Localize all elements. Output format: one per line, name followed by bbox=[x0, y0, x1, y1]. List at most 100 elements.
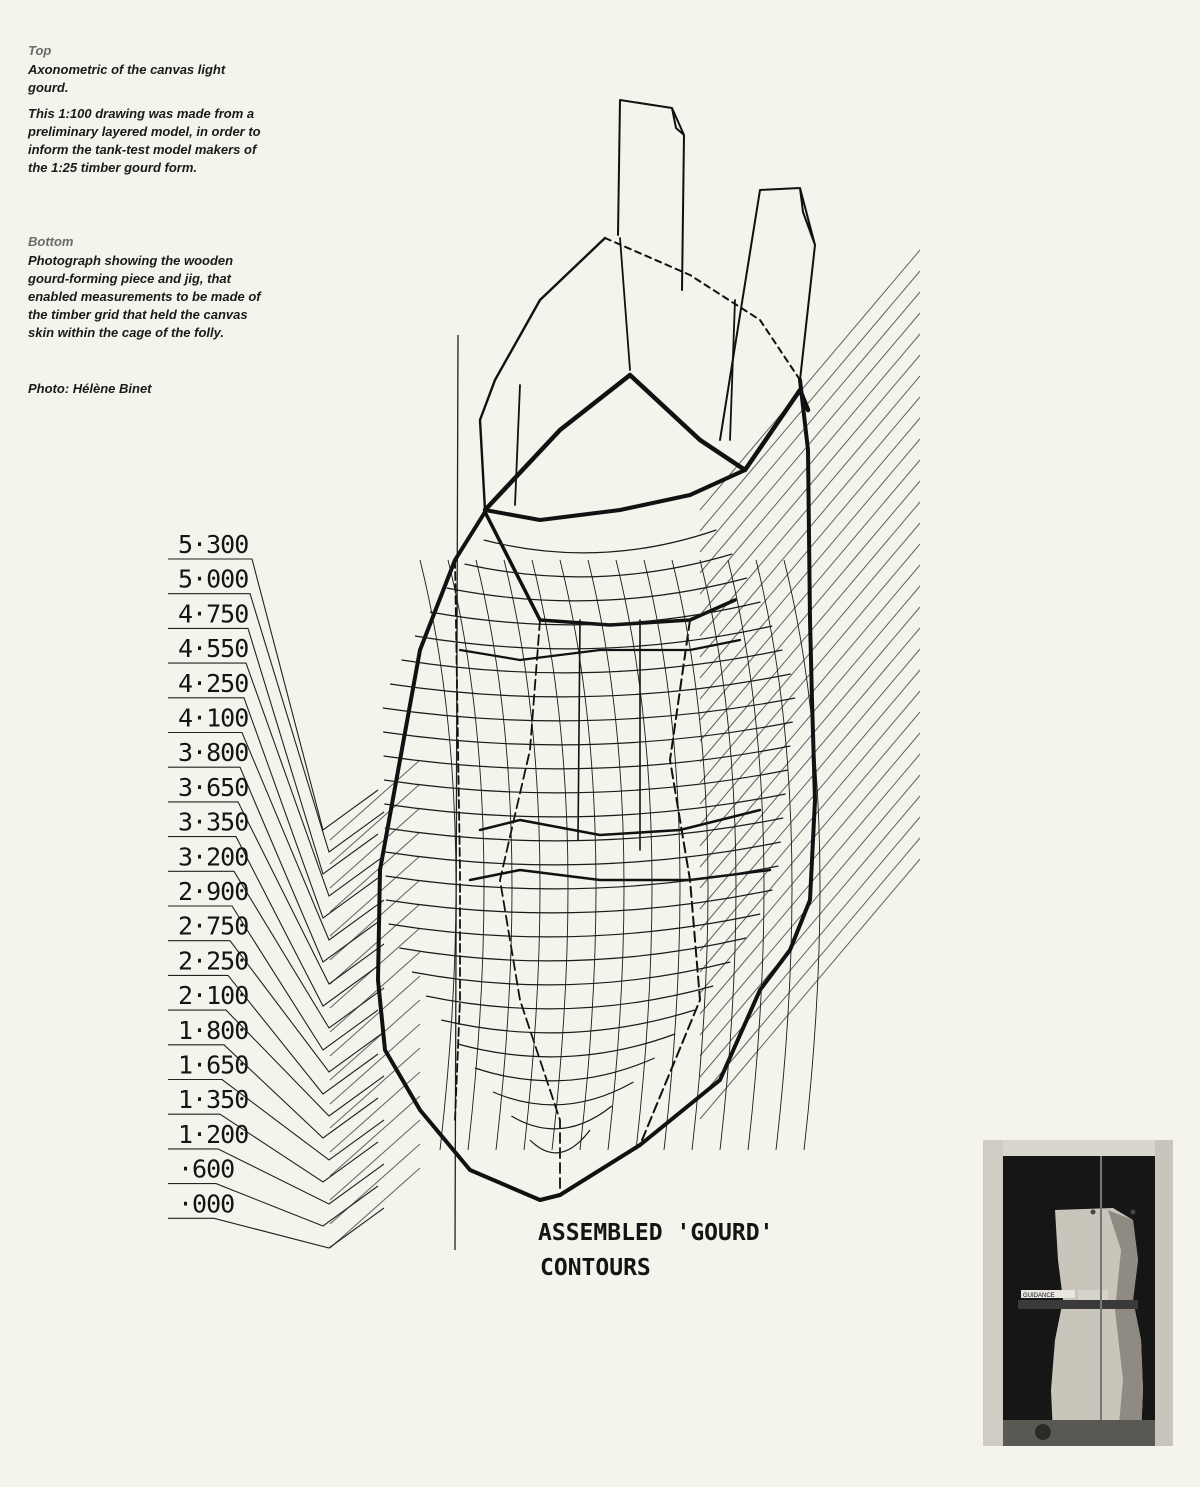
level-label: 5·300 bbox=[178, 530, 248, 559]
level-leader-lines bbox=[168, 558, 385, 1249]
contour-line bbox=[419, 559, 457, 1151]
contour-line bbox=[383, 769, 789, 794]
jig-plate bbox=[1021, 1290, 1075, 1298]
contour-line bbox=[699, 559, 737, 1151]
neck-ring bbox=[483, 510, 737, 627]
level-leader bbox=[168, 1113, 379, 1183]
level-leader bbox=[168, 1207, 385, 1249]
jig-block bbox=[1078, 1290, 1108, 1300]
inner-shoulder bbox=[458, 638, 742, 662]
level-labels: 5·3005·0004·7504·5504·2504·1003·8003·650… bbox=[178, 530, 249, 1218]
contour-line bbox=[382, 697, 796, 722]
level-label: 1·350 bbox=[178, 1085, 248, 1114]
level-leader bbox=[168, 1183, 379, 1227]
level-label: 5·000 bbox=[178, 565, 248, 594]
annotation-line-1: ASSEMBLED 'GOURD' bbox=[538, 1220, 773, 1246]
contour-line bbox=[783, 559, 821, 1151]
contour-line bbox=[385, 865, 779, 890]
level-label: ·600 bbox=[178, 1155, 234, 1184]
contour-line bbox=[383, 745, 791, 770]
hatch-line bbox=[699, 606, 921, 868]
jig-plate-label: GUIDANCE bbox=[1023, 1293, 1055, 1299]
level-leader bbox=[168, 1078, 385, 1161]
hatch-line bbox=[699, 690, 921, 952]
post-left bbox=[617, 99, 685, 291]
level-leader bbox=[168, 870, 385, 1029]
level-label: 2·100 bbox=[178, 981, 248, 1010]
hatch-line bbox=[699, 627, 921, 889]
hatch-line bbox=[329, 975, 421, 1057]
caption-bottom: Bottom Photograph showing the wooden gou… bbox=[28, 233, 268, 350]
level-leader bbox=[168, 593, 385, 853]
bolt-2 bbox=[1130, 1209, 1136, 1215]
hatch-line bbox=[329, 999, 421, 1081]
hatch-line bbox=[329, 1167, 421, 1249]
contour-line bbox=[385, 841, 781, 866]
photo-frame-right bbox=[1155, 1140, 1173, 1446]
inner-spine-left bbox=[454, 559, 461, 1121]
top-rim-dashed bbox=[604, 237, 801, 381]
level-label: 4·550 bbox=[178, 634, 248, 663]
contour-line bbox=[383, 721, 793, 746]
level-leader bbox=[168, 662, 385, 897]
vertical-reference-line bbox=[454, 334, 459, 1251]
contour-line bbox=[531, 559, 569, 1151]
level-label: 3·350 bbox=[178, 808, 248, 837]
contour-line bbox=[385, 889, 773, 914]
contour-line bbox=[384, 817, 784, 842]
floor bbox=[1003, 1420, 1155, 1446]
level-label: 1·650 bbox=[178, 1051, 248, 1080]
jig-bar bbox=[1018, 1300, 1138, 1309]
contour-line bbox=[511, 1105, 613, 1130]
hatch-line bbox=[699, 837, 921, 1099]
caption-top-body: This 1:100 drawing was made from a preli… bbox=[28, 106, 261, 175]
outer-silhouette-right bbox=[558, 378, 817, 1197]
hatch-line bbox=[699, 270, 921, 532]
level-label: 1·800 bbox=[178, 1016, 248, 1045]
photo-frame-left bbox=[983, 1140, 1003, 1446]
hatch-line bbox=[329, 1095, 421, 1177]
contour-line bbox=[425, 985, 714, 1010]
gourd-jig-photo: GUIDANCE bbox=[983, 1140, 1173, 1446]
hatch-line bbox=[329, 951, 421, 1033]
level-leader bbox=[168, 1009, 385, 1117]
contour-line bbox=[559, 559, 597, 1151]
level-label: 2·750 bbox=[178, 912, 248, 941]
hatch-line bbox=[329, 831, 421, 913]
level-leader bbox=[168, 731, 385, 941]
ring-lower bbox=[483, 468, 747, 522]
contour-line bbox=[389, 673, 791, 698]
level-label: 4·750 bbox=[178, 599, 248, 628]
level-leader bbox=[168, 1044, 379, 1139]
post-right bbox=[719, 187, 816, 441]
hatch-line bbox=[329, 759, 421, 841]
level-label: 3·200 bbox=[178, 842, 248, 871]
inner-waist bbox=[478, 808, 762, 837]
contour-line bbox=[457, 1033, 676, 1058]
rim-inner bbox=[514, 237, 736, 506]
contour-line bbox=[441, 1009, 695, 1034]
level-leader bbox=[168, 940, 385, 1073]
level-leader bbox=[168, 905, 379, 1051]
level-label: 3·650 bbox=[178, 773, 248, 802]
level-leader bbox=[168, 1148, 385, 1205]
level-leader bbox=[168, 766, 379, 963]
level-label: 2·250 bbox=[178, 946, 248, 975]
caption-top-title: Axonometric of the canvas light gourd. bbox=[28, 62, 226, 95]
level-leader bbox=[168, 697, 379, 919]
contour-line bbox=[447, 559, 485, 1151]
level-label: ·000 bbox=[178, 1189, 234, 1218]
level-label: 4·250 bbox=[178, 669, 248, 698]
outer-silhouette-left bbox=[376, 510, 562, 1202]
level-label: 3·800 bbox=[178, 738, 248, 767]
level-label: 2·900 bbox=[178, 877, 248, 906]
level-leader bbox=[168, 801, 385, 985]
level-leader bbox=[168, 627, 379, 875]
contour-line bbox=[671, 559, 709, 1151]
hatch-line bbox=[329, 903, 421, 985]
hatch-line bbox=[329, 1047, 421, 1129]
hatch-line bbox=[699, 816, 921, 1078]
caption-bottom-body: Photograph showing the wooden gourd-form… bbox=[28, 253, 261, 340]
contour-line bbox=[529, 1129, 591, 1154]
